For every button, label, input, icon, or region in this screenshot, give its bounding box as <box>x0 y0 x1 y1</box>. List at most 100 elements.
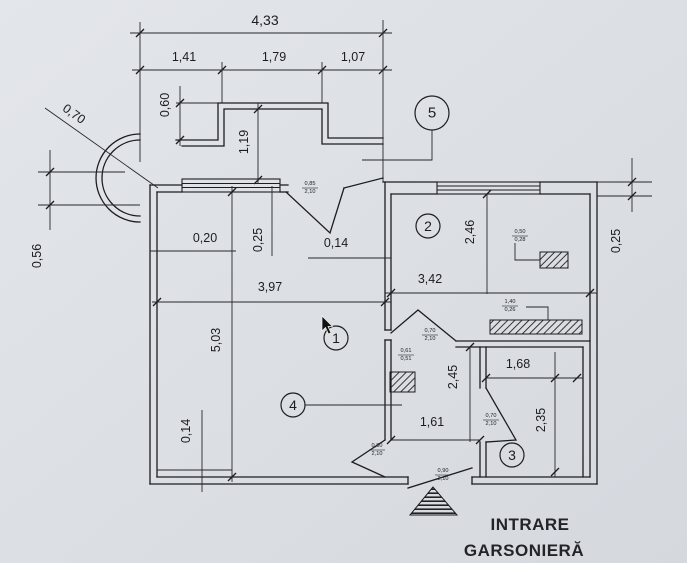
opening-label-fixture-long: 1,40 0,26 <box>502 299 518 313</box>
room-1-circle <box>323 325 349 351</box>
opening-bottom-value: 0,26 <box>505 307 516 313</box>
segment-middle-label: 1,79 <box>262 50 286 64</box>
hatched-block-long <box>489 319 583 335</box>
opening-top-value: 1,40 <box>505 299 516 305</box>
dimension-tick <box>572 373 582 383</box>
opening-bottom-value: 0,28 <box>515 237 526 243</box>
opening-bottom-value: 2,10 <box>438 476 449 482</box>
room-3-marker: 3 <box>499 442 525 468</box>
dimension-tick <box>550 467 560 477</box>
entrance-marker: INTRARE GARSONIERĂ <box>408 486 584 560</box>
hatched-block-small <box>539 251 569 269</box>
exterior-walls <box>149 181 598 489</box>
bay-height-label: 1,19 <box>237 130 251 154</box>
dimension-tick <box>627 177 637 187</box>
room-1-marker: 1 <box>323 325 349 351</box>
room2-depth-label: 2,46 <box>463 220 477 244</box>
dimension-tick <box>585 288 595 298</box>
room1-wall-top-label: 0,25 <box>251 228 265 252</box>
room-2-dimensions: 2,46 3,42 0,25 <box>385 158 652 298</box>
room1-width-label: 3,97 <box>258 280 282 294</box>
opening-bottom-value: 0,51 <box>401 356 412 362</box>
bay-outer-arc <box>95 133 141 223</box>
room4-width-label: 1,61 <box>420 415 444 429</box>
mouse-pointer-icon <box>321 315 334 335</box>
room-5-number: 5 <box>428 105 436 122</box>
door-swing-bath <box>485 387 518 443</box>
opening-label-door-room2: 0,70 2,10 <box>422 328 438 342</box>
room4-depth-label: 2,45 <box>446 365 460 389</box>
entrance-arrow-icon <box>408 486 459 516</box>
room-2-marker: 2 <box>415 213 441 239</box>
room-3-dimensions: 1,68 2,35 <box>481 352 583 477</box>
bay-radius-line <box>44 107 159 189</box>
dimension-tick <box>135 65 145 75</box>
dimension-tick <box>45 167 55 177</box>
opening-label-door-bath: 0,70 2,10 <box>483 413 499 427</box>
leader-line <box>526 306 549 320</box>
room1-length-label: 5,03 <box>209 328 223 352</box>
balcony-door-swing <box>285 187 345 235</box>
interior-walls <box>350 181 591 478</box>
room1-wall-inner-label: 0,14 <box>324 236 348 250</box>
top-dimension-chain: 4,33 1,41 1,79 1,07 <box>130 12 392 182</box>
segment-left-label: 1,41 <box>172 50 196 64</box>
opening-bottom-value: 2,10 <box>425 336 436 342</box>
bay-inner-arc <box>101 139 141 217</box>
room2-width-label: 3,42 <box>418 272 442 286</box>
room-2-circle <box>415 213 441 239</box>
dimension-tick <box>378 65 388 75</box>
opening-label-entrance-door: 0,90 2,10 <box>435 468 451 482</box>
dimension-tick <box>627 191 637 201</box>
entrance-label-line1: INTRARE <box>490 515 569 534</box>
room-5-marker: 5 <box>362 95 450 161</box>
entrance-label-line2: GARSONIERĂ <box>464 541 584 560</box>
room-4-dimensions: 2,45 1,61 <box>386 342 485 445</box>
opening-label-balcony-door: 0,85 2,10 <box>302 181 318 195</box>
window-right <box>436 181 541 195</box>
dimension-tick <box>227 187 237 197</box>
opening-top-value: 0,80 <box>372 443 383 449</box>
opening-top-value: 0,50 <box>515 229 526 235</box>
room-4-marker: 4 <box>280 392 402 418</box>
opening-top-value: 0,61 <box>401 348 412 354</box>
room-3-number: 3 <box>508 447 516 463</box>
bay-depth-label: 0,60 <box>158 93 172 117</box>
balcony-outline: 0,60 1,19 <box>158 86 384 235</box>
room3-depth-label: 2,35 <box>534 408 548 432</box>
dimension-tick <box>465 342 475 352</box>
dimension-tick <box>482 189 492 199</box>
door-swing-room1 <box>350 439 386 478</box>
dimension-tick <box>475 435 485 445</box>
door-swing-room2 <box>390 309 457 342</box>
entrance-door-leaf <box>407 467 473 489</box>
room-5-leader-line <box>362 130 433 161</box>
opening-bottom-value: 2,10 <box>486 421 497 427</box>
opening-bottom-value: 2,10 <box>372 451 383 457</box>
opening-top-value: 0,70 <box>425 328 436 334</box>
room-4-number: 4 <box>289 397 297 413</box>
bay-offset-label: 0,56 <box>30 244 44 268</box>
opening-label-door-room1: 0,80 2,10 <box>369 443 385 457</box>
opening-label-fixture-small: 0,50 0,28 <box>512 229 528 243</box>
room3-width-label: 1,68 <box>506 357 530 371</box>
room-1-number: 1 <box>332 330 340 346</box>
dimension-tick <box>380 297 390 307</box>
room1-wall-bottom-label: 0,14 <box>179 419 193 443</box>
overall-width-label: 4,33 <box>251 12 278 28</box>
wall-right-label: 0,25 <box>609 229 623 253</box>
room-1-dimensions: 0,20 0,25 0,14 3,97 5,03 0,14 <box>150 186 391 492</box>
balcony-edge-line <box>343 177 384 189</box>
leader-line <box>514 243 540 261</box>
opening-top-value: 0,90 <box>438 468 449 474</box>
dimension-tick <box>481 373 491 383</box>
dimension-tick <box>152 297 162 307</box>
dimension-tick <box>550 373 560 383</box>
room-2-number: 2 <box>424 218 432 234</box>
room-3-circle <box>499 442 525 468</box>
dimension-tick <box>227 472 237 482</box>
opening-bottom-value: 2,10 <box>305 189 316 195</box>
fixtures <box>389 243 583 393</box>
